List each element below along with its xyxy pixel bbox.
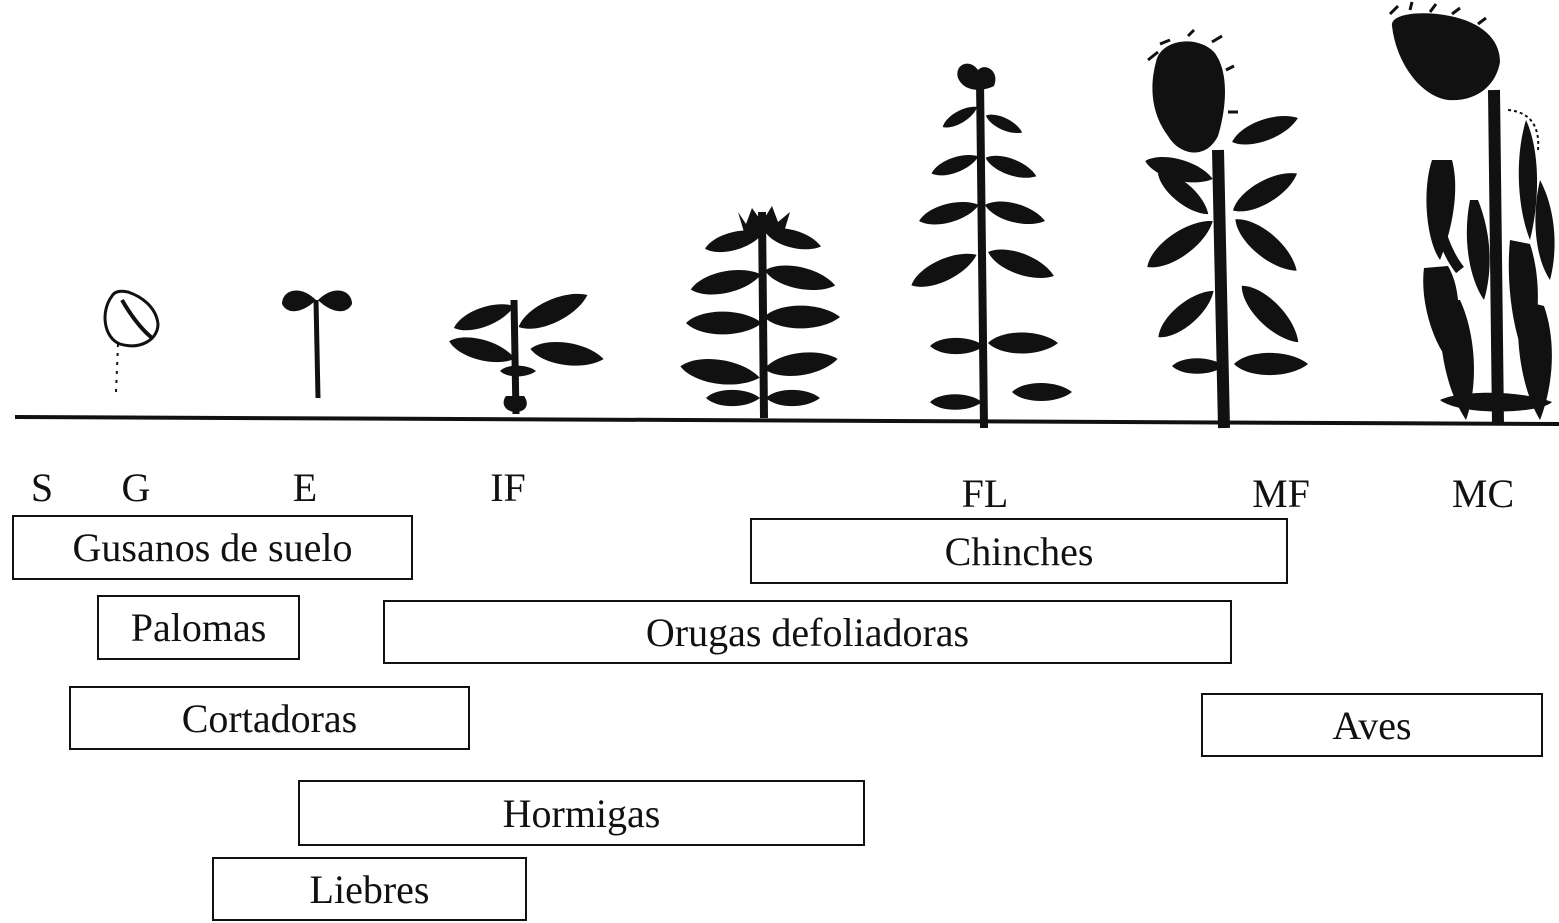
stage-label-e: E — [293, 468, 317, 508]
young-plant-icon — [447, 285, 606, 414]
pest-label: Hormigas — [503, 790, 661, 837]
pest-box-hares: Liebres — [212, 857, 527, 921]
pest-box-defoliating-caterpillars: Orugas defoliadoras — [383, 600, 1232, 664]
pest-box-stink-bugs: Chinches — [750, 518, 1288, 584]
pest-label: Gusanos de suelo — [73, 524, 353, 571]
pest-label: Orugas defoliadoras — [646, 609, 969, 656]
flowering-plant-icon — [907, 64, 1072, 428]
seed-icon — [105, 291, 158, 392]
ground-line — [15, 417, 1559, 424]
stage-label-if: IF — [490, 468, 526, 508]
pest-label: Chinches — [945, 528, 1094, 575]
stage-label-fl: FL — [962, 474, 1009, 514]
seedling-emergence-icon — [282, 290, 352, 398]
pest-label: Liebres — [310, 866, 430, 913]
pest-box-ants: Hormigas — [298, 780, 865, 846]
pest-box-cutworms: Cortadoras — [69, 686, 470, 750]
pest-label: Cortadoras — [182, 695, 358, 742]
pest-box-soil-worms: Gusanos de suelo — [12, 515, 413, 580]
pest-label: Palomas — [131, 604, 267, 651]
pest-box-doves: Palomas — [97, 595, 300, 660]
pest-label: Aves — [1332, 702, 1411, 749]
stage-label-s: S — [31, 468, 53, 508]
stage-label-g: G — [122, 468, 151, 508]
harvest-maturity-plant-icon — [1390, 2, 1555, 424]
stage-label-mc: MC — [1452, 474, 1514, 514]
pest-box-birds: Aves — [1201, 693, 1543, 757]
vegetative-plant-icon — [679, 206, 840, 418]
stage-label-mf: MF — [1252, 474, 1310, 514]
mature-flower-plant-icon — [1140, 30, 1308, 428]
